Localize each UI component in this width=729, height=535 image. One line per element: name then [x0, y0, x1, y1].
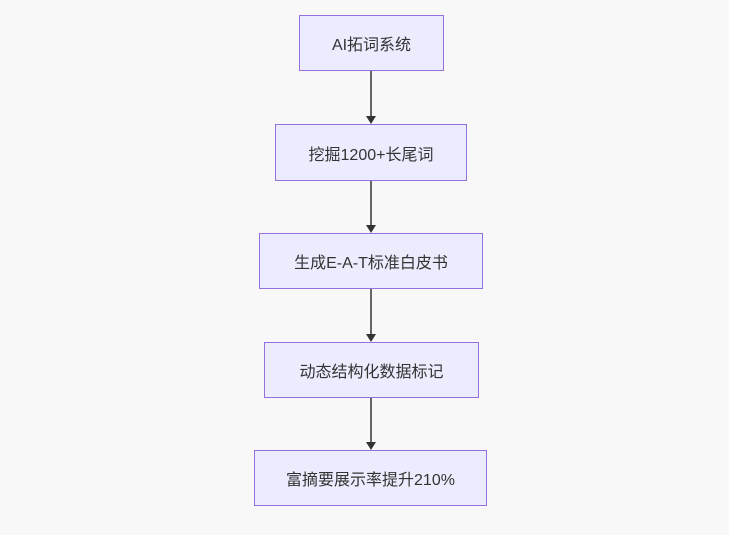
arrowhead-down-icon — [366, 334, 376, 342]
flow-arrow-1 — [365, 71, 377, 124]
arrow-line — [370, 398, 372, 442]
flow-arrow-2 — [365, 181, 377, 233]
flow-node-structured-data-markup: 动态结构化数据标记 — [264, 342, 479, 398]
flow-arrow-4 — [365, 398, 377, 450]
arrowhead-down-icon — [366, 442, 376, 450]
flow-node-ai-keyword-system: AI拓词系统 — [299, 15, 444, 71]
arrow-line — [370, 181, 372, 225]
flow-arrow-3 — [365, 289, 377, 342]
arrow-line — [370, 71, 372, 116]
flow-node-longtail-mining: 挖掘1200+长尾词 — [275, 124, 467, 181]
arrow-line — [370, 289, 372, 334]
flow-node-eat-whitepaper: 生成E-A-T标准白皮书 — [259, 233, 483, 289]
arrowhead-down-icon — [366, 116, 376, 124]
flow-node-rich-snippet-result: 富摘要展示率提升210% — [254, 450, 487, 506]
arrowhead-down-icon — [366, 225, 376, 233]
